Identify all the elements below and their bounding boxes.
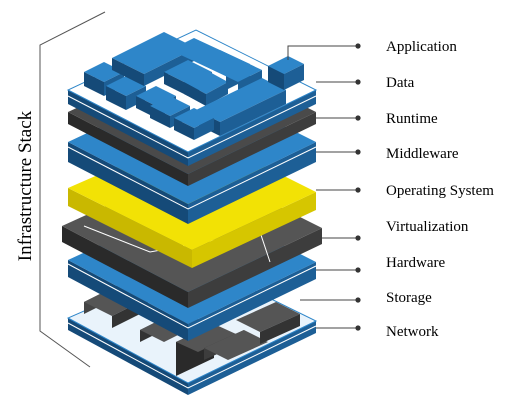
label-storage: Storage: [386, 290, 432, 306]
diagram-title: Infrastructure Stack: [15, 110, 36, 262]
connector-dot: [355, 43, 361, 49]
connector-dot: [355, 79, 361, 85]
connector-dot: [355, 297, 361, 303]
label-application: Application: [386, 39, 457, 55]
label-middleware: Middleware: [386, 146, 459, 162]
label-runtime: Runtime: [386, 111, 438, 127]
connectors: [287, 45, 358, 329]
connector-dot: [355, 235, 361, 241]
connector-application: [287, 45, 358, 60]
label-hardware: Hardware: [386, 255, 446, 271]
connector-dots: [355, 43, 361, 331]
stack-bracket: [39, 11, 106, 368]
label-virtualization: Virtualization: [386, 219, 469, 235]
label-network: Network: [386, 324, 439, 340]
connector-dot: [355, 115, 361, 121]
connector-dot: [355, 149, 361, 155]
connector-dot: [355, 325, 361, 331]
label-operating-system: Operating System: [386, 183, 494, 199]
connector-dot: [355, 267, 361, 273]
connector-dot: [355, 187, 361, 193]
label-data: Data: [386, 75, 415, 91]
layer-application: [84, 32, 304, 140]
